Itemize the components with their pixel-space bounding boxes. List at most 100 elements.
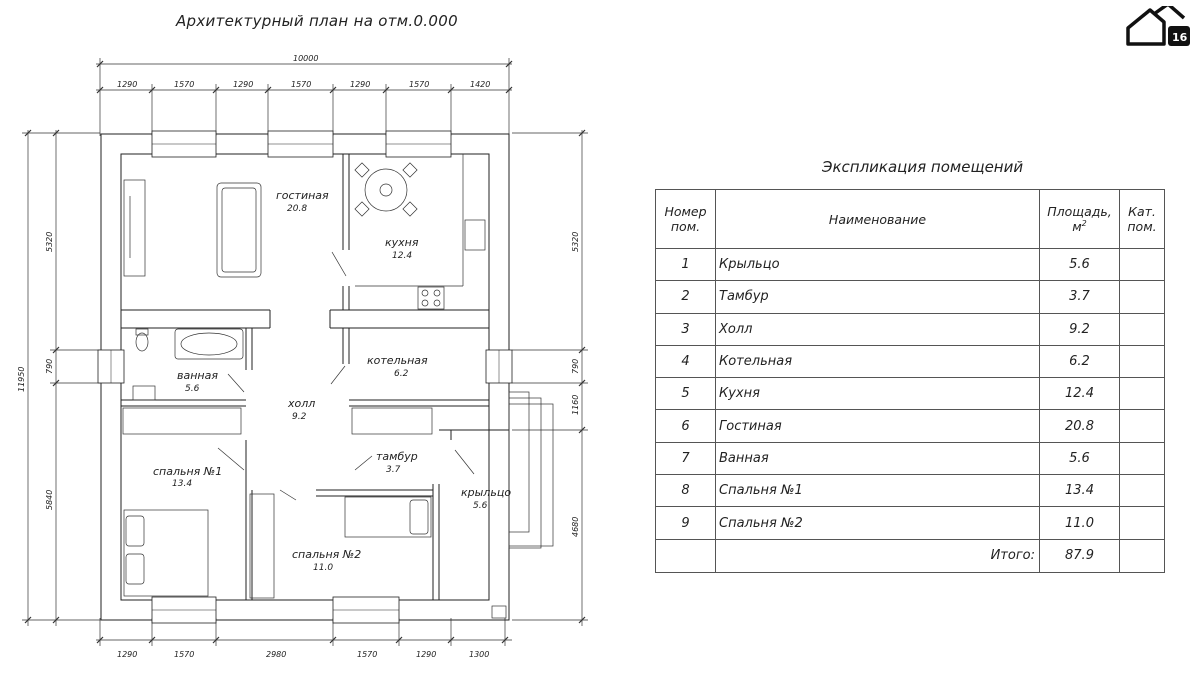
room-name-hall: холл: [287, 397, 315, 410]
right-dim: 790: [571, 359, 580, 374]
row-area: 5.6: [1039, 247, 1120, 282]
row-area: 5.6: [1039, 441, 1120, 476]
header-num: Номер пом.: [655, 189, 716, 249]
room-area-kitchen: 12.4: [392, 251, 412, 261]
top-dim: 1290: [117, 80, 137, 89]
left-dim: 5840: [45, 490, 54, 510]
row-category: [1119, 280, 1165, 314]
floor-plan: 10000 1290 1570 1290 1570 1290 1570 1420…: [17, 54, 588, 659]
row-num: 6: [655, 409, 716, 443]
room-name-living: гостиная: [276, 189, 329, 202]
room-name-vestibule: тамбур: [376, 450, 418, 463]
top-dim: 1290: [350, 80, 370, 89]
room-area-vestibule: 3.7: [386, 465, 401, 475]
top-dim: 1570: [291, 80, 311, 89]
plan-title: Архитектурный план на отм.0.000: [176, 12, 458, 30]
left-dim: 790: [45, 359, 54, 374]
right-dim: 4680: [571, 517, 580, 537]
row-name: Холл: [715, 312, 1040, 346]
room-area-hall: 9.2: [292, 412, 307, 422]
row-name: Спальня №2: [715, 506, 1040, 540]
explication-title: Экспликация помещений: [822, 158, 1024, 176]
house-icon: 16: [1126, 6, 1190, 46]
row-category: [1119, 312, 1165, 346]
row-num: 9: [655, 506, 716, 540]
left-dim: 5320: [45, 232, 54, 252]
row-num: 1: [655, 247, 716, 282]
row-category: [1119, 377, 1165, 411]
total-value: 87.9: [1039, 538, 1120, 573]
row-area: 13.4: [1039, 474, 1120, 508]
room-area-boiler: 6.2: [394, 369, 409, 379]
top-dim: 1570: [174, 80, 194, 89]
top-dim: 1570: [409, 80, 429, 89]
room-area-porch: 5.6: [473, 501, 488, 511]
total-label: Итого:: [715, 538, 1040, 573]
overall-width-label: 10000: [293, 54, 318, 63]
header-category: Кат. пом.: [1119, 189, 1165, 249]
row-name: Тамбур: [715, 280, 1040, 314]
top-dim: 1420: [470, 80, 490, 89]
room-name-kitchen: кухня: [385, 236, 419, 249]
room-name-bedroom-1: спальня №1: [153, 465, 222, 478]
explication-table: Номер пом. Наименование Площадь, м2 Кат.…: [655, 189, 1165, 573]
row-category: [1119, 409, 1165, 443]
row-name: Гостиная: [715, 409, 1040, 443]
row-area: 6.2: [1039, 344, 1120, 379]
row-name: Кухня: [715, 377, 1040, 411]
header-area: Площадь, м2: [1039, 189, 1120, 249]
row-num: 2: [655, 280, 716, 314]
room-name-bathroom: ванная: [177, 369, 218, 382]
row-num: 5: [655, 377, 716, 411]
room-name-porch: крыльцо: [461, 486, 511, 499]
row-category: [1119, 247, 1165, 282]
row-category: [1119, 506, 1165, 540]
row-num: 3: [655, 312, 716, 346]
row-area: 12.4: [1039, 377, 1120, 411]
row-name: Ванная: [715, 441, 1040, 476]
bottom-dim: 1570: [357, 650, 377, 659]
row-name: Крыльцо: [715, 247, 1040, 282]
row-area: 20.8: [1039, 409, 1120, 443]
room-area-bedroom-2: 11.0: [313, 563, 333, 573]
row-num: 4: [655, 344, 716, 379]
bottom-dim: 1570: [174, 650, 194, 659]
row-num: 8: [655, 474, 716, 508]
right-dim: 1160: [571, 395, 580, 415]
row-category: [1119, 344, 1165, 379]
total-row: Итого: 87.9: [655, 538, 1165, 573]
room-area-bedroom-1: 13.4: [172, 479, 192, 489]
table-header-row: Номер пом. Наименование Площадь, м2 Кат.…: [655, 189, 1165, 249]
right-dim: 5320: [571, 232, 580, 252]
row-category: [1119, 441, 1165, 476]
top-dim: 1290: [233, 80, 253, 89]
row-area: 11.0: [1039, 506, 1120, 540]
room-name-bedroom-2: спальня №2: [292, 548, 361, 561]
bottom-dim: 2980: [266, 650, 286, 659]
bottom-dim: 1300: [469, 650, 489, 659]
bottom-dim: 1290: [117, 650, 137, 659]
row-category: [1119, 474, 1165, 508]
row-area: 9.2: [1039, 312, 1120, 346]
row-num: 7: [655, 441, 716, 476]
bottom-dim: 1290: [416, 650, 436, 659]
room-area-living: 20.8: [287, 204, 307, 214]
overall-height-label: 11950: [17, 367, 26, 392]
room-name-boiler: котельная: [367, 354, 428, 367]
room-area-bathroom: 5.6: [185, 384, 200, 394]
row-name: Котельная: [715, 344, 1040, 379]
row-name: Спальня №1: [715, 474, 1040, 508]
header-name: Наименование: [715, 189, 1040, 249]
logo-badge: 16: [1172, 31, 1188, 44]
row-area: 3.7: [1039, 280, 1120, 314]
